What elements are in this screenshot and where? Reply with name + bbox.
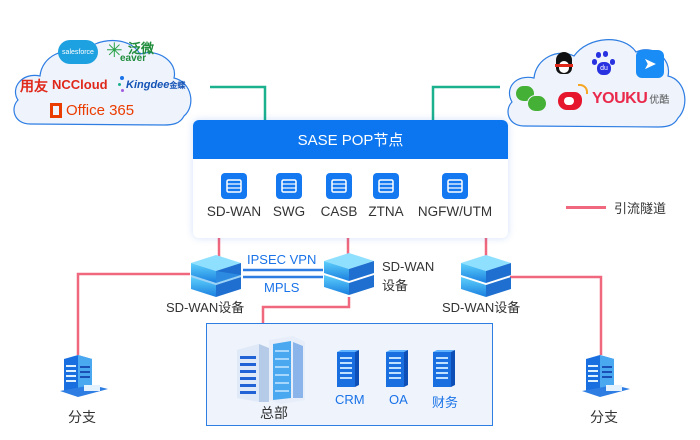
pop-service-casb: CASB (319, 173, 359, 219)
pop-service-ngfw-utm: NGFW/UTM (415, 173, 495, 219)
branch-building-icon-right (582, 355, 630, 397)
weaver-logo: ✳ 泛微 eaver (106, 40, 155, 64)
uplink-left (210, 85, 267, 122)
sd-wan-device-icon (461, 255, 511, 297)
tunnel-right-branch (510, 275, 603, 355)
sd-wan-device-center-label-2: 设备 (382, 278, 409, 293)
kingdee-logo: Kingdee金蝶 (126, 79, 186, 91)
kingdee-dots-icon (118, 76, 124, 94)
wechat-logo: 微信 (516, 86, 547, 112)
legend-tunnel-line (566, 206, 606, 209)
oa-server-icon (386, 350, 408, 387)
crm-server-icon (337, 350, 359, 387)
server-icon (221, 173, 247, 199)
sd-wan-device-center-label-1: SD-WAN (382, 259, 435, 274)
crm-label: CRM (335, 392, 365, 407)
sd-wan-device-center (322, 251, 376, 297)
ipsec-vpn-label: IPSEC VPN (247, 252, 317, 267)
office-icon (50, 103, 62, 118)
pop-service-ztna: ZTNA (366, 173, 406, 219)
salesforce-logo: salesforce (58, 40, 98, 64)
branch-left-label: 分支 (68, 409, 96, 425)
weibo-logo: 微博 (558, 84, 588, 112)
tunnel-left-branch (76, 272, 190, 355)
branch-right-label: 分支 (590, 409, 618, 425)
pop-service-swg: SWG (271, 173, 307, 219)
sd-wan-device-right-label: SD-WAN设备 (442, 300, 521, 315)
weaver-star-icon: ✳ (106, 40, 123, 62)
tunnel-center-hq (261, 297, 351, 323)
sd-wan-device-icon (324, 253, 374, 295)
baidu-logo: du 百度 (592, 51, 618, 78)
hq-building-icon (237, 336, 305, 404)
finance-server-icon (433, 350, 455, 387)
server-icon (276, 173, 302, 199)
uplink-right (431, 85, 500, 122)
sd-wan-device-left (189, 253, 243, 299)
sd-wan-device-right (459, 253, 513, 299)
oa-label: OA (389, 392, 408, 407)
headquarters-box: 总部 CRM OA 财务 (206, 323, 493, 426)
saas-cloud-left: salesforce ✳ 泛微 eaver 用友 NCCloud Kingdee… (8, 28, 198, 128)
server-icon (373, 173, 399, 199)
server-icon (326, 173, 352, 199)
hq-label: 总部 (260, 405, 288, 421)
pop-title: SASE POP节点 (193, 120, 508, 159)
nccloud-logo: NCCloud (52, 77, 108, 92)
branch-building-icon-left (60, 355, 108, 397)
pop-service-sd-wan: SD-WAN (205, 173, 263, 219)
dingtalk-logo: ➤钉钉 (636, 50, 664, 78)
mpls-label: MPLS (264, 280, 300, 295)
yonyou-logo: 用友 (20, 78, 48, 94)
legend-tunnel-label: 引流隧道 (614, 201, 667, 216)
server-icon (442, 173, 468, 199)
sase-pop-node: SASE POP节点 SD-WAN SWG CASB ZTNA NGFW/UTM (193, 120, 508, 238)
qq-logo: QQ (554, 52, 574, 78)
sd-wan-device-left-label: SD-WAN设备 (166, 300, 245, 315)
sd-wan-device-icon (191, 255, 241, 297)
finance-label: 财务 (432, 395, 459, 410)
office365-logo: Office 365 (50, 102, 134, 119)
